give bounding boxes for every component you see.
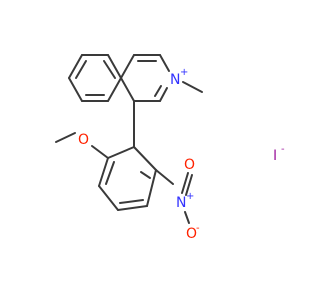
bonds <box>55 54 203 224</box>
nitro-oxygen-bottom-charge: - <box>196 223 200 234</box>
molecule-structure: N + O N + O O - I - <box>55 54 285 242</box>
iodide-charge: - <box>281 144 285 155</box>
nitro-nitrogen-charge: + <box>186 191 194 202</box>
iodide-label: I <box>273 148 277 164</box>
nitro-nitrogen-label: N <box>176 195 186 211</box>
nitro-oxygen-bottom-label: O <box>186 226 197 242</box>
ring-nitrogen-label: N <box>170 72 180 88</box>
methoxy-oxygen-label: O <box>78 132 89 148</box>
nitro-oxygen-top-label: O <box>184 157 195 173</box>
ring-nitrogen-charge: + <box>180 67 188 78</box>
